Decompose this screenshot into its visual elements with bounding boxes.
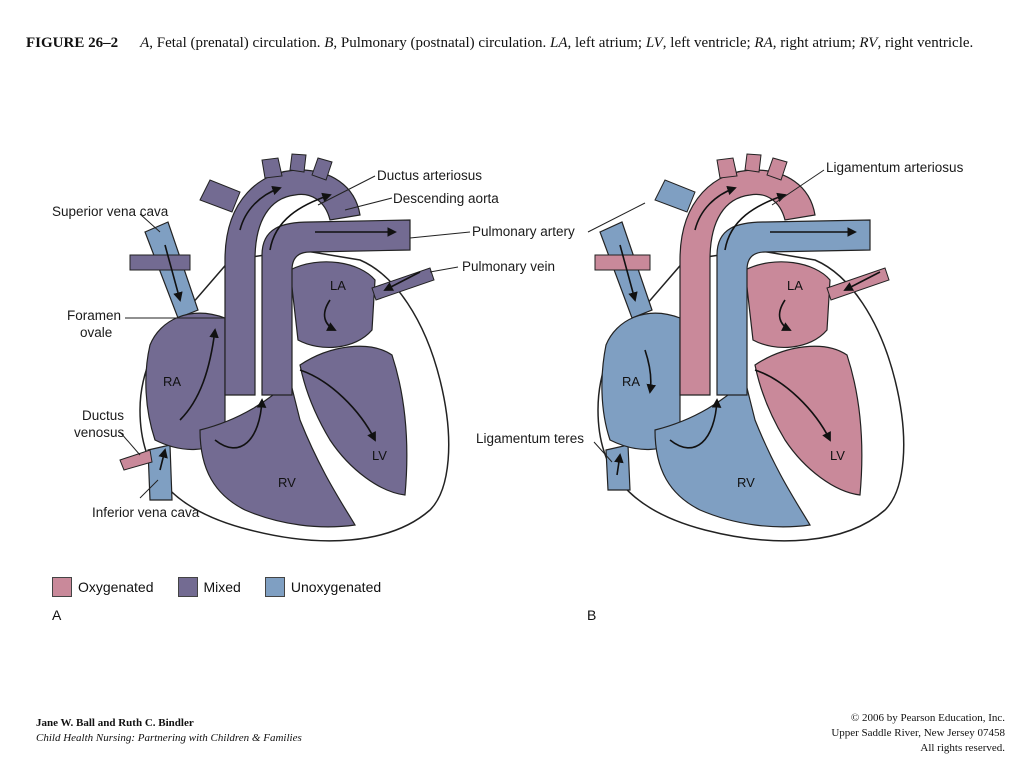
caption-la: LA: [550, 35, 568, 51]
heart-b-aorta: [679, 169, 816, 396]
panel-letter-b: B: [587, 607, 597, 623]
legend-item-mixed: Mixed: [177, 577, 241, 597]
caption-b-letter: B: [324, 35, 334, 51]
heart-a-pulmonary-vein: [371, 267, 435, 301]
panel-letter-a: A: [52, 607, 62, 623]
caption-a-letter: A: [140, 35, 150, 51]
caption-ra: RA: [754, 35, 773, 51]
heart-a-la-label: LA: [330, 278, 346, 293]
label-ligamentum-arteriosus: Ligamentum arteriosus: [826, 160, 964, 175]
legend: Oxygenated Mixed Unoxygenated: [52, 577, 405, 597]
label-descending-aorta: Descending aorta: [393, 191, 499, 206]
heart-b-ra-label: RA: [622, 374, 640, 389]
label-ligamentum-teres: Ligamentum teres: [476, 431, 584, 446]
figure-caption: FIGURE 26–2 A, Fetal (prenatal) circulati…: [26, 33, 1001, 53]
heart-b-aorta-branch-1: [716, 157, 738, 179]
heart-b-la-label: LA: [787, 278, 803, 293]
footer-rights-line: All rights reserved.: [920, 742, 1005, 754]
figure-number: FIGURE 26–2: [26, 35, 119, 51]
heart-a-la: [289, 261, 376, 349]
caption-la-text: , left atrium;: [567, 35, 646, 51]
label-superior-vena-cava: Superior vena cava: [52, 204, 169, 219]
heart-b-rv-label: RV: [737, 475, 755, 490]
legend-swatch-mixed: [177, 577, 198, 597]
heart-b-rv: [654, 378, 811, 528]
heart-a-rv-label: RV: [278, 475, 296, 490]
heart-b-pulmonary-artery: [716, 219, 871, 396]
heart-a-lv-label: LV: [372, 448, 387, 463]
label-ductus-arteriosus: Ductus arteriosus: [377, 168, 482, 183]
heart-a-aorta-branch-2: [289, 153, 307, 173]
caption-ra-text: , right atrium;: [772, 35, 860, 51]
caption-a-text: , Fetal (prenatal) circulation.: [149, 35, 325, 51]
heart-a-aorta-branch-1: [261, 157, 283, 179]
label-foramen-ovale-line2: ovale: [80, 325, 112, 340]
heart-b-left-vein: [594, 254, 651, 271]
heart-a-ra-label: RA: [163, 374, 181, 389]
heart-b: LA RA LV RV Ligamentum arteriosus Ligame…: [476, 153, 964, 542]
caption-rv: RV: [859, 35, 878, 51]
legend-label-unoxygenated: Unoxygenated: [290, 579, 382, 595]
footer-book-title: Child Health Nursing: Partnering with Ch…: [36, 732, 302, 744]
footer-authors: Jane W. Ball and Ruth C. Bindler: [36, 717, 194, 729]
heart-b-la: [744, 261, 831, 349]
heart-a-ductus-venosus: [119, 449, 153, 471]
legend-item-oxygenated: Oxygenated: [52, 577, 154, 597]
label-pulmonary-artery: Pulmonary artery: [472, 224, 575, 239]
heart-a-left-vessel: [199, 179, 241, 213]
label-ductus-venosus-line2: venosus: [74, 425, 125, 440]
label-foramen-ovale-line1: Foramen: [67, 308, 121, 323]
heart-a-ivc: [147, 444, 173, 501]
label-pulmonary-vein: Pulmonary vein: [462, 259, 555, 274]
label-inferior-vena-cava: Inferior vena cava: [92, 505, 200, 520]
heart-a-aorta-branch-3: [311, 157, 333, 181]
heart-b-left-vessel: [654, 179, 696, 213]
heart-b-aorta-branch-2: [744, 153, 762, 173]
label-ductus-venosus-line1: Ductus: [82, 408, 124, 423]
heart-a-ra: [145, 312, 226, 451]
legend-swatch-oxygenated: [52, 577, 72, 597]
heart-a-rv: [199, 378, 356, 528]
caption-lv-text: , left ventricle;: [662, 35, 755, 51]
caption-rv-text: , right ventricle.: [877, 35, 974, 51]
legend-item-unoxygenated: Unoxygenated: [264, 577, 382, 597]
heart-b-aorta-branch-3: [766, 157, 788, 181]
footer-publisher-line: Upper Saddle River, New Jersey 07458: [831, 727, 1005, 739]
legend-label-mixed: Mixed: [203, 579, 241, 595]
legend-swatch-unoxygenated: [264, 577, 285, 597]
heart-a-left-vein: [129, 254, 191, 271]
heart-a: LA RA LV RV Ductus arteriosus Descending…: [52, 153, 575, 542]
footer-credits: Jane W. Ball and Ruth C. Bindler Child H…: [36, 716, 302, 746]
heart-a-aorta: [224, 169, 361, 396]
heart-b-ra: [601, 312, 681, 451]
heart-b-lv-label: LV: [830, 448, 845, 463]
footer-copyright-line: © 2006 by Pearson Education, Inc.: [850, 712, 1005, 724]
legend-label-oxygenated: Oxygenated: [78, 579, 154, 595]
caption-b-text: , Pulmonary (postnatal) circulation.: [333, 35, 550, 51]
heart-a-pulmonary-artery: [261, 219, 411, 396]
caption-lv: LV: [645, 35, 663, 51]
footer-copyright: © 2006 by Pearson Education, Inc. Upper …: [831, 711, 1005, 756]
